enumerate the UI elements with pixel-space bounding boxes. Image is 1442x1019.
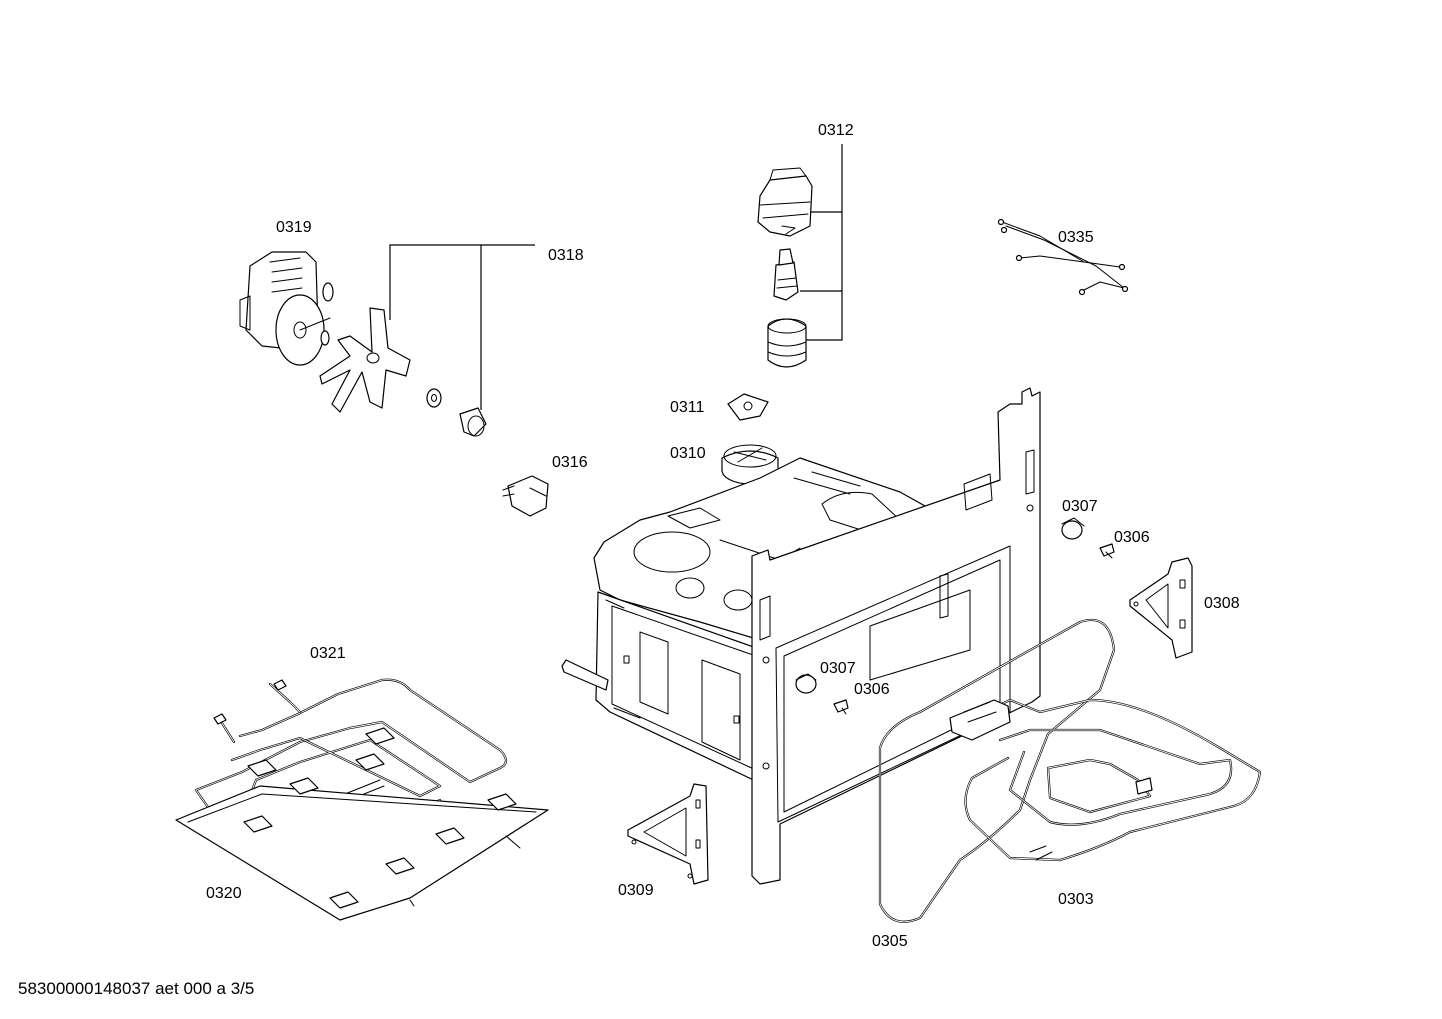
label-0303: 0303 — [1058, 891, 1094, 908]
screw-right — [1099, 543, 1115, 559]
label-0308: 0308 — [1204, 595, 1240, 612]
leader-lines — [389, 144, 843, 410]
label-0319: 0319 — [276, 219, 312, 236]
label-0305: 0305 — [872, 933, 908, 950]
cap-center — [795, 673, 817, 694]
label-0321: 0321 — [310, 645, 346, 662]
lamp-clip — [727, 393, 769, 421]
washer — [426, 388, 442, 408]
screw-center — [833, 699, 849, 715]
label-0311: 0311 — [670, 399, 705, 416]
fan-motor — [239, 251, 334, 366]
label-0307-right: 0307 — [1062, 498, 1098, 515]
label-0306-right: 0306 — [1114, 529, 1150, 546]
lamp-holder — [721, 444, 779, 485]
wiring-harness — [997, 218, 1129, 296]
bottom-plate — [175, 727, 549, 921]
label-0309: 0309 — [618, 882, 654, 899]
cap-right — [1061, 517, 1085, 540]
hinge-bracket-left — [627, 783, 709, 885]
label-0306-center: 0306 — [854, 681, 890, 698]
fan-nut — [459, 407, 487, 437]
label-0320: 0320 — [206, 885, 242, 902]
label-0335: 0335 — [1058, 229, 1094, 246]
document-reference-footer: 58300000148037 aet 000 a 3/5 — [18, 979, 255, 998]
label-0310: 0310 — [670, 445, 706, 462]
hinge-bracket-right — [1129, 557, 1193, 659]
label-0318: 0318 — [548, 247, 584, 264]
oven-cavity — [561, 387, 1041, 885]
thermostat-clip — [502, 475, 549, 517]
label-0307-center: 0307 — [820, 660, 856, 677]
part-labels: 0312 0319 0318 0335 0311 0310 0316 0307 … — [206, 122, 1240, 950]
circular-heating-element — [878, 618, 1116, 923]
fan-blade — [319, 307, 411, 413]
grill-heating-element — [949, 698, 1262, 862]
label-0312: 0312 — [818, 122, 854, 139]
oven-lamp-assembly — [757, 167, 813, 368]
label-0316: 0316 — [552, 454, 588, 471]
